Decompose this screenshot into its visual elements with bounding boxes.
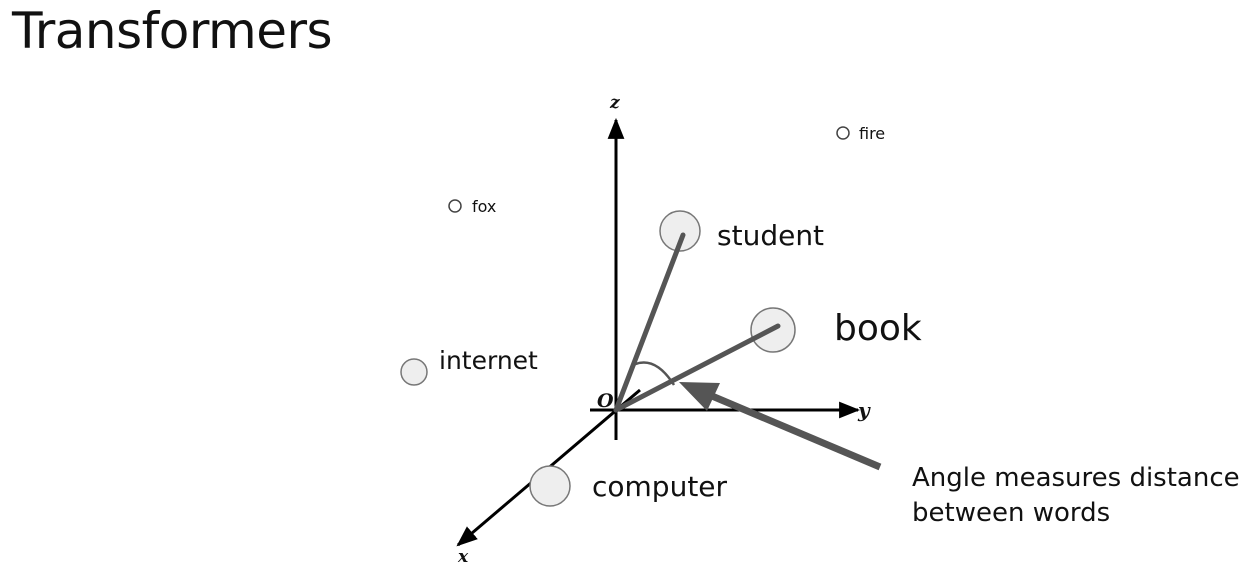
book-label: book	[834, 308, 922, 349]
computer-label: computer	[592, 470, 728, 503]
angle-arc	[632, 361, 676, 386]
internet-point	[400, 358, 428, 386]
origin-label: O	[597, 390, 614, 412]
fire-point	[836, 126, 850, 140]
annotation-arrow-head	[679, 382, 720, 411]
student-vector	[613, 232, 686, 413]
annotation-line-1: Angle measures distance	[912, 463, 1240, 493]
fire-label: fire	[859, 124, 885, 143]
x-axis-label: x	[457, 547, 469, 567]
student-label: student	[717, 219, 824, 252]
student-point	[659, 210, 701, 252]
fox-point	[448, 199, 462, 213]
y-axis-label: y	[857, 398, 871, 422]
internet-label: internet	[439, 346, 538, 375]
page-title: Transformers	[12, 2, 333, 60]
book-vector	[613, 323, 781, 413]
annotation-line-2: between words	[912, 498, 1110, 528]
z-axis-label: z	[609, 93, 620, 113]
annotation-arrow-shaft	[710, 392, 882, 471]
fox-label: fox	[472, 197, 496, 216]
computer-point	[529, 465, 571, 507]
